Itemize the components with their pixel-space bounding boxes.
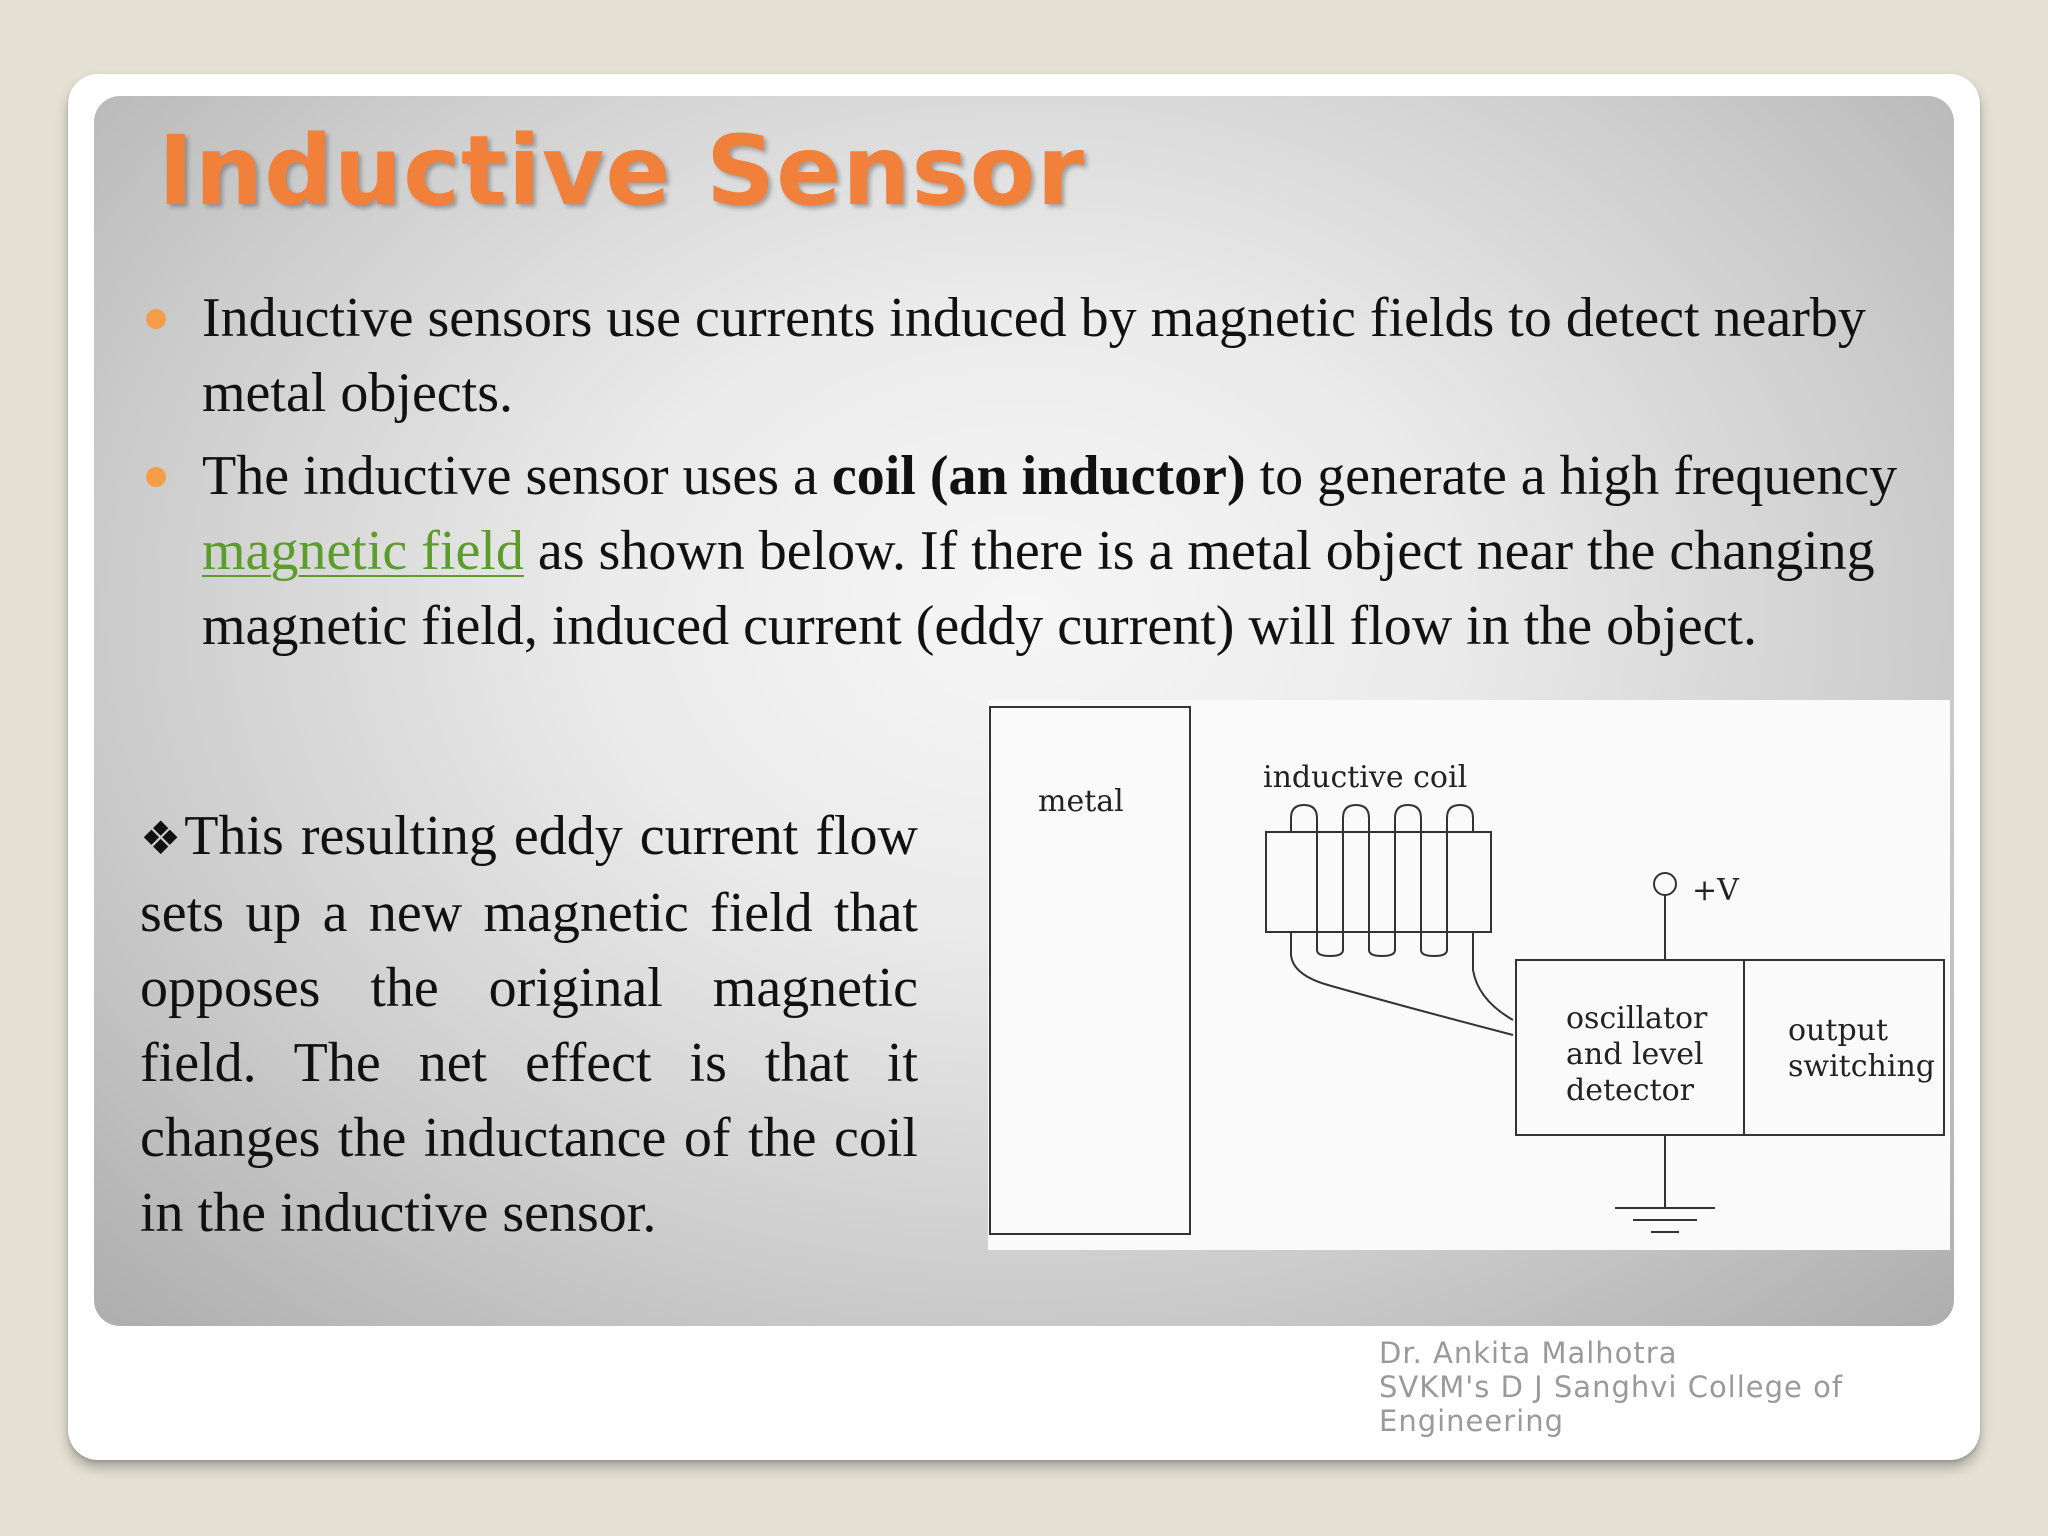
footer-institution: Engineering [1379, 1404, 1564, 1438]
bullet-item: The inductive sensor uses a coil (an ind… [146, 439, 1952, 664]
metal-block [989, 706, 1191, 1235]
inductive-sensor-diagram: metal inductive coil +V oscillator and l… [988, 700, 1950, 1250]
bullet-text-start: The inductive sensor uses a [202, 445, 832, 507]
oscillator-label-line: and level [1566, 1037, 1704, 1072]
output-box [1743, 959, 1945, 1136]
output-label-line: output [1788, 1013, 1888, 1048]
footer-author: Dr. Ankita Malhotra [1379, 1336, 1678, 1370]
slide-footer: Dr. Ankita Malhotra SVKM's D J Sanghvi C… [1379, 1336, 1843, 1438]
output-label: output switching [1788, 1013, 1935, 1084]
supply-label: +V [1692, 873, 1740, 908]
bullet-dot-icon [146, 467, 166, 487]
oscillator-label: oscillator and level detector [1566, 1001, 1717, 1108]
supply-terminal [1653, 872, 1677, 896]
bullet-bold-term: coil (an inductor) [831, 445, 1246, 507]
eddy-current-paragraph: ❖This resulting eddy current flow sets u… [140, 799, 918, 1251]
bullet-dot-icon [146, 309, 166, 329]
coil-lead-right [1472, 932, 1514, 1021]
eddy-current-text: This resulting eddy current flow sets up… [140, 805, 918, 1244]
coil-lead-left [1290, 932, 1514, 1036]
metal-label: metal [1038, 784, 1124, 819]
bullet-text-middle: to generate a high frequency [1245, 445, 1898, 507]
coil-winding [1290, 803, 1474, 958]
bullet-text: Inductive sensors use currents induced b… [202, 287, 1866, 424]
oscillator-label-line: oscillator [1566, 1001, 1708, 1036]
bullet-text-end: as shown below. If there is a metal obje… [202, 520, 1875, 657]
slide-title: Inductive Sensor [158, 115, 1085, 227]
oscillator-label-line: detector [1566, 1073, 1695, 1108]
bullet-item: Inductive sensors use currents induced b… [146, 281, 1922, 431]
coil-label: inductive coil [1263, 760, 1467, 795]
footer-institution: SVKM's D J Sanghvi College of [1379, 1370, 1844, 1404]
coil-core [1265, 831, 1492, 933]
diamond-bullet-icon: ❖ [140, 811, 185, 865]
magnetic-field-link[interactable]: magnetic field [202, 520, 524, 582]
output-label-line: switching [1788, 1049, 1935, 1084]
